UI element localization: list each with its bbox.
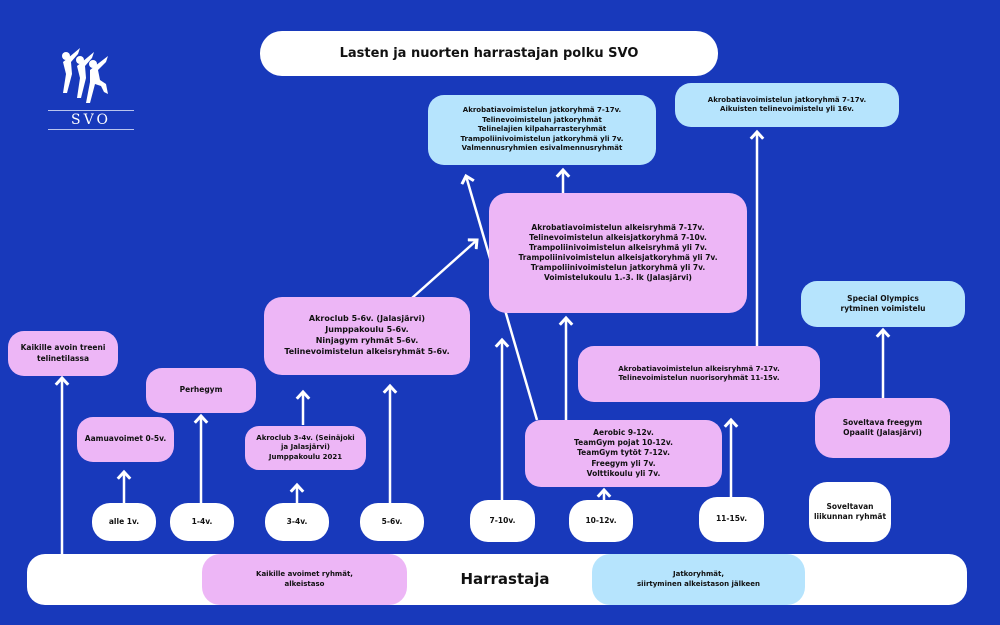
box-jatko-groups: Akrobatiavoimistelun jatkoryhmä 7-17v. T…: [428, 95, 656, 165]
age-soveltavan-liikunnan: Soveltavan liikunnan ryhmät: [809, 482, 891, 542]
box-nuoriso: Akrobatiavoimistelun alkeisryhmä 7-17v. …: [578, 346, 820, 402]
gymnasts-logo-icon: [62, 48, 108, 103]
legend-advanced: Jatkoryhmät, siirtyminen alkeistason jäl…: [592, 554, 805, 605]
box-special-olympics: Special Olympics rytminen voimistelu: [801, 281, 965, 327]
page-title: Lasten ja nuorten harrastajan polku SVO: [260, 31, 718, 76]
age-alle-1: alle 1v.: [92, 503, 156, 541]
age-3-4: 3-4v.: [265, 503, 329, 541]
box-aerobic-teamgym: Aerobic 9-12v. TeamGym pojat 10-12v. Tea…: [525, 420, 722, 487]
box-akroclub-3-4: Akroclub 3-4v. (Seinäjoki ja Jalasjärvi)…: [245, 426, 366, 470]
svo-logo: SVO: [48, 48, 134, 132]
box-akroclub-5-6: Akroclub 5-6v. (Jalasjärvi) Jumppakoulu …: [264, 297, 470, 375]
age-1-4: 1-4v.: [170, 503, 234, 541]
box-alkeis-7: Akrobatiavoimistelun alkeisryhmä 7-17v. …: [489, 193, 747, 313]
logo-text: SVO: [48, 110, 134, 130]
box-soveltava-freegym: Soveltava freegym Opaalit (Jalasjärvi): [815, 398, 950, 458]
box-aamuavoimet: Aamuavoimet 0-5v.: [77, 417, 174, 462]
age-5-6: 5-6v.: [360, 503, 424, 541]
box-perhegym: Perhegym: [146, 368, 256, 413]
arrow-akroclub56: [411, 240, 477, 299]
age-7-10: 7-10v.: [470, 500, 535, 542]
box-open-training: Kaikille avoin treeni telinetilassa: [8, 331, 118, 376]
box-jatko-adult: Akrobatiavoimistelun jatkoryhmä 7-17v. A…: [675, 83, 899, 127]
age-10-12: 10-12v.: [569, 500, 633, 542]
age-11-15: 11-15v.: [699, 497, 764, 542]
base-bar: [27, 554, 967, 605]
base-label: Harrastaja: [460, 570, 550, 589]
legend-beginner: Kaikille avoimet ryhmät, alkeistaso: [202, 554, 407, 605]
